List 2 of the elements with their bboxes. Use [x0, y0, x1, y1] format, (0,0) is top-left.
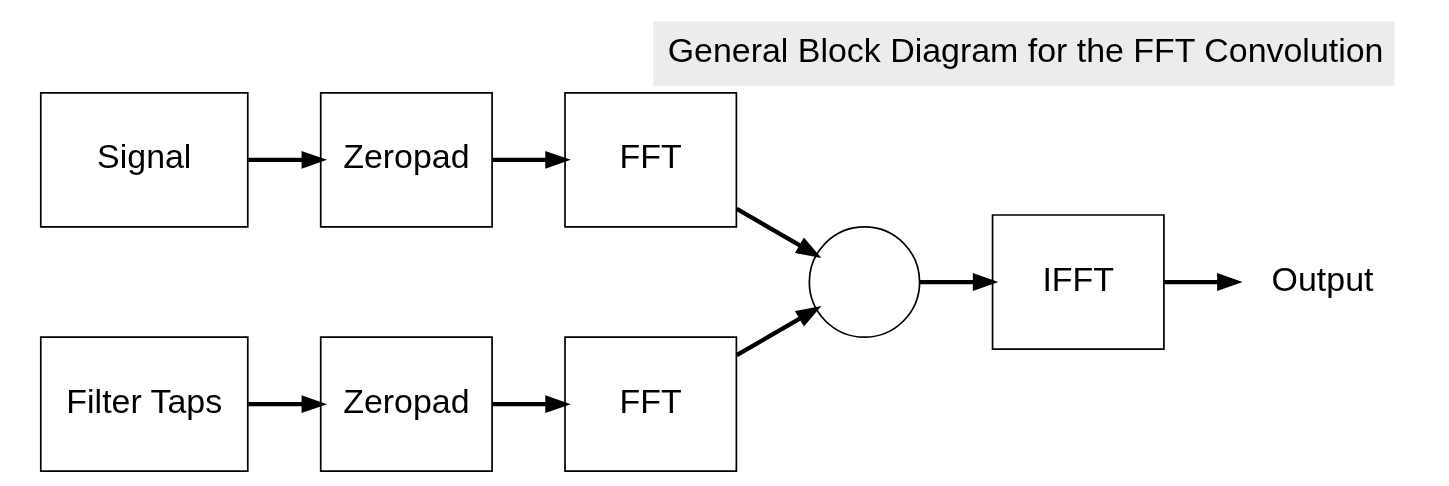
- node-text: Output: [1271, 259, 1374, 298]
- diagram-title: General Block Diagram for the FFT Convolution: [667, 31, 1384, 70]
